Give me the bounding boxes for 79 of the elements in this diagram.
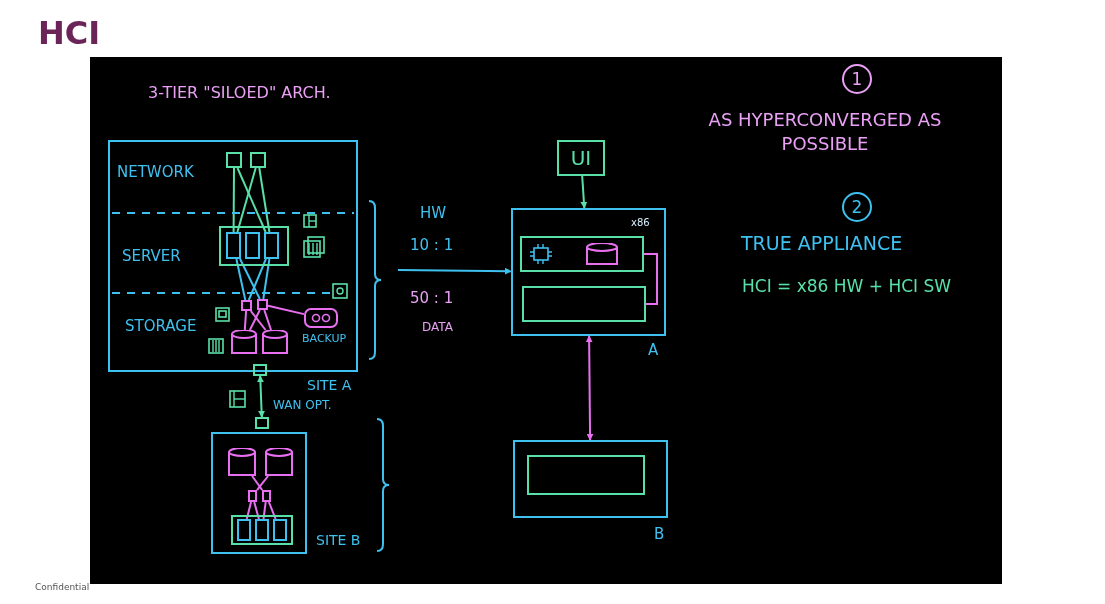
appliance-label: B [654,526,665,543]
connector-line [245,501,252,520]
step-number: 1 [851,69,863,89]
ui-label: UI [570,147,592,169]
note-text: HCI = x86 HW + HCI SW [742,277,952,296]
arrow [580,175,588,209]
tier-label: STORAGE [125,318,197,335]
switch-box [241,300,252,311]
server-box [255,519,269,541]
site-label: SITE B [316,533,361,549]
note-text: TRUE APPLIANCE [741,233,903,254]
appliance-label: A [648,342,659,359]
step-number-circle [842,192,872,222]
wan-optimizer-box [253,364,267,376]
connector-line [256,475,270,492]
ratio-label: 50 : 1 [410,290,454,307]
step-number-circle [842,64,872,94]
connector-line [262,258,271,300]
arrow [256,375,266,418]
link-label: WAN OPT. [273,399,332,413]
tier-label: SERVER [122,248,181,265]
server-box [273,519,287,541]
connector-line [263,309,272,331]
server-box [226,232,241,259]
switch-box [257,299,268,310]
site-box [211,432,307,554]
ratio-label: HW [420,205,447,222]
connector-line [267,304,305,316]
server-box [245,232,260,259]
arrow [397,267,512,275]
tier-label: NETWORK [117,164,194,181]
tape-drive-box [304,308,338,328]
node-box [520,236,644,272]
connector-line [251,475,264,491]
connector-line [236,167,267,233]
slide-title: HCI [38,14,101,52]
server-group-box [219,226,289,266]
node-box [522,286,646,322]
note-text: AS HYPERCONVERGED AS POSSIBLE [707,108,943,157]
connector-line [239,258,261,300]
node-box [527,455,645,495]
wan-optimizer-box [255,417,269,429]
connector-line [258,167,271,233]
connector-line [235,258,247,301]
switch-box [262,490,271,502]
ratio-label: 10 : 1 [410,237,454,254]
connector-line [262,501,267,520]
connector-line [249,310,267,331]
confidentiality-note: Confidential [35,583,90,593]
appliance-box [513,440,668,518]
arrow [585,335,594,441]
ratio-label: DATA [422,321,453,335]
server-box [237,519,251,541]
connector-line [643,253,658,305]
connector-line [236,167,257,233]
disk-cylinder [228,448,256,476]
site-label: SITE A [307,378,352,394]
disk-cylinder [262,330,288,354]
disk-cylinder [265,448,293,476]
board-heading: 3-TIER "SILOED" ARCH. [148,84,331,102]
ui-box [557,140,605,176]
connector-line [243,310,248,331]
backup-label: BACKUP [302,333,347,346]
connector-line [232,167,235,233]
switch-box [250,152,266,168]
server-group-box [231,515,293,545]
site-box [108,140,358,372]
switch-box [248,490,257,502]
cpu-arch-label: x86 [631,217,650,228]
connector-line [248,309,261,331]
server-box [264,232,279,259]
disk-cylinder [586,243,618,265]
connector-line [247,258,267,301]
connector-line [267,501,277,520]
connector-line [253,501,260,520]
step-number: 2 [851,197,863,217]
appliance-box [511,208,666,336]
disk-cylinder [231,330,257,354]
switch-box [226,152,242,168]
